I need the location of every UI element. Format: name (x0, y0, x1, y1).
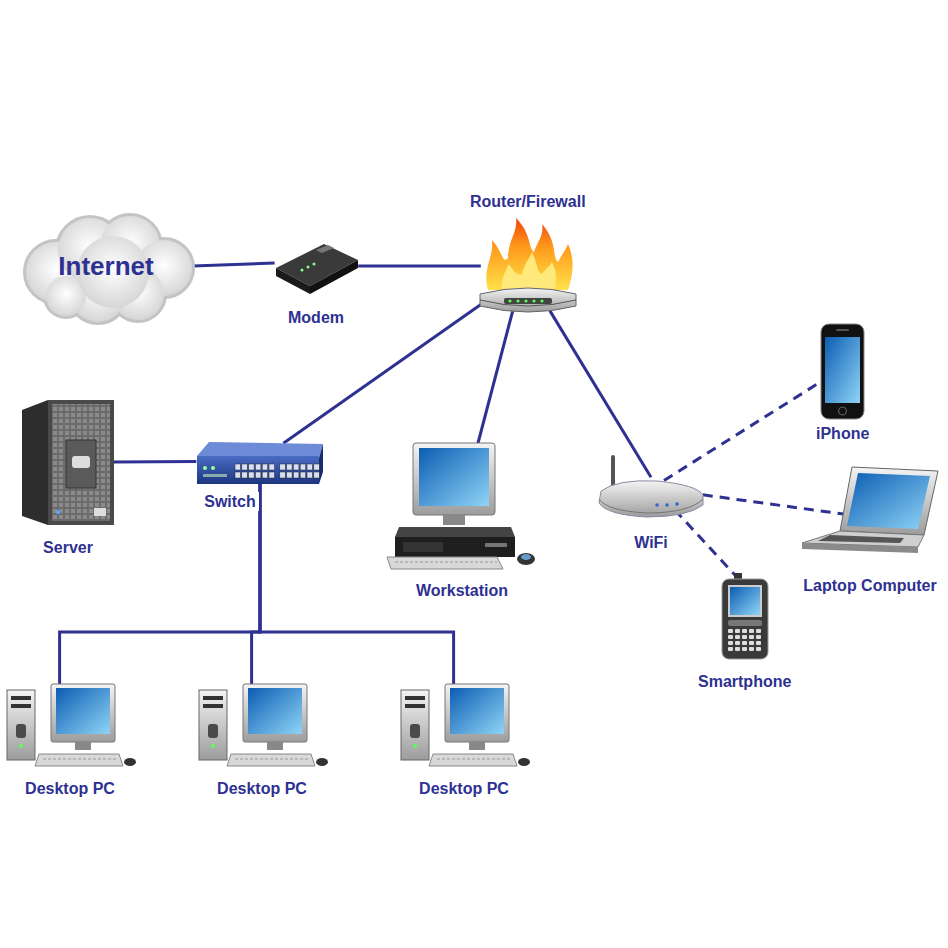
device-icon (399, 684, 529, 769)
label-holder: Internet (18, 210, 195, 322)
device-label: Laptop Computer (800, 576, 939, 595)
device-icon (5, 684, 135, 769)
device-icon (478, 218, 578, 315)
network-device: Internet (18, 210, 195, 322)
network-cable (193, 263, 275, 266)
wireless-link (664, 381, 822, 481)
device-label: Router/Firewall (467, 192, 589, 211)
wifi-router-icon (597, 455, 705, 520)
network-cable (114, 460, 197, 464)
device-icon (820, 323, 865, 420)
workstation-icon (385, 443, 540, 570)
modem-icon (272, 238, 360, 295)
device-label: Modem (285, 308, 347, 327)
router-firewall-icon (478, 218, 578, 315)
device-icon: Internet (18, 210, 195, 322)
laptop-icon (800, 465, 940, 565)
network-device: Workstation (385, 443, 540, 600)
network-device: Desktop PC (5, 684, 135, 798)
desktop-pc-icon (5, 684, 135, 769)
network-device: iPhone (813, 323, 872, 443)
device-label: Desktop PC (22, 779, 118, 798)
network-device: Desktop PC (197, 684, 327, 798)
desktop-pc-icon (399, 684, 529, 769)
network-device: Modem (272, 238, 360, 327)
wireless-link (675, 510, 742, 583)
network-cable (478, 311, 513, 445)
device-icon (22, 400, 115, 525)
network-device: Server (22, 400, 115, 557)
device-icon (597, 455, 705, 520)
device-label: Smartphone (695, 672, 794, 691)
network-device: Desktop PC (399, 684, 529, 798)
wireless-link (703, 495, 851, 515)
device-label: Workstation (413, 581, 511, 600)
network-cable (358, 265, 481, 268)
desktop-pc-icon (197, 684, 327, 769)
device-icon (195, 438, 325, 490)
smartphone-icon (720, 573, 770, 660)
device-label: iPhone (813, 424, 872, 443)
device-icon (800, 465, 940, 565)
network-device: Laptop Computer (800, 465, 940, 595)
network-cable (283, 301, 485, 443)
network-device: Switch (195, 438, 325, 511)
device-icon (385, 443, 540, 570)
device-label: Server (40, 538, 96, 557)
device-label: Desktop PC (214, 779, 310, 798)
device-label: Internet (58, 251, 153, 282)
switch-icon (195, 438, 325, 490)
device-label: Switch (201, 492, 259, 511)
device-label: WiFi (631, 533, 671, 552)
device-icon (197, 684, 327, 769)
network-device: Router/Firewall (467, 192, 589, 315)
iphone-icon (820, 323, 865, 420)
server-tower-icon (22, 400, 115, 525)
device-icon (272, 238, 360, 295)
network-device: Smartphone (695, 573, 794, 691)
network-cable (550, 311, 651, 478)
device-label: Desktop PC (416, 779, 512, 798)
network-device: WiFi (597, 455, 705, 552)
device-icon (720, 573, 770, 660)
